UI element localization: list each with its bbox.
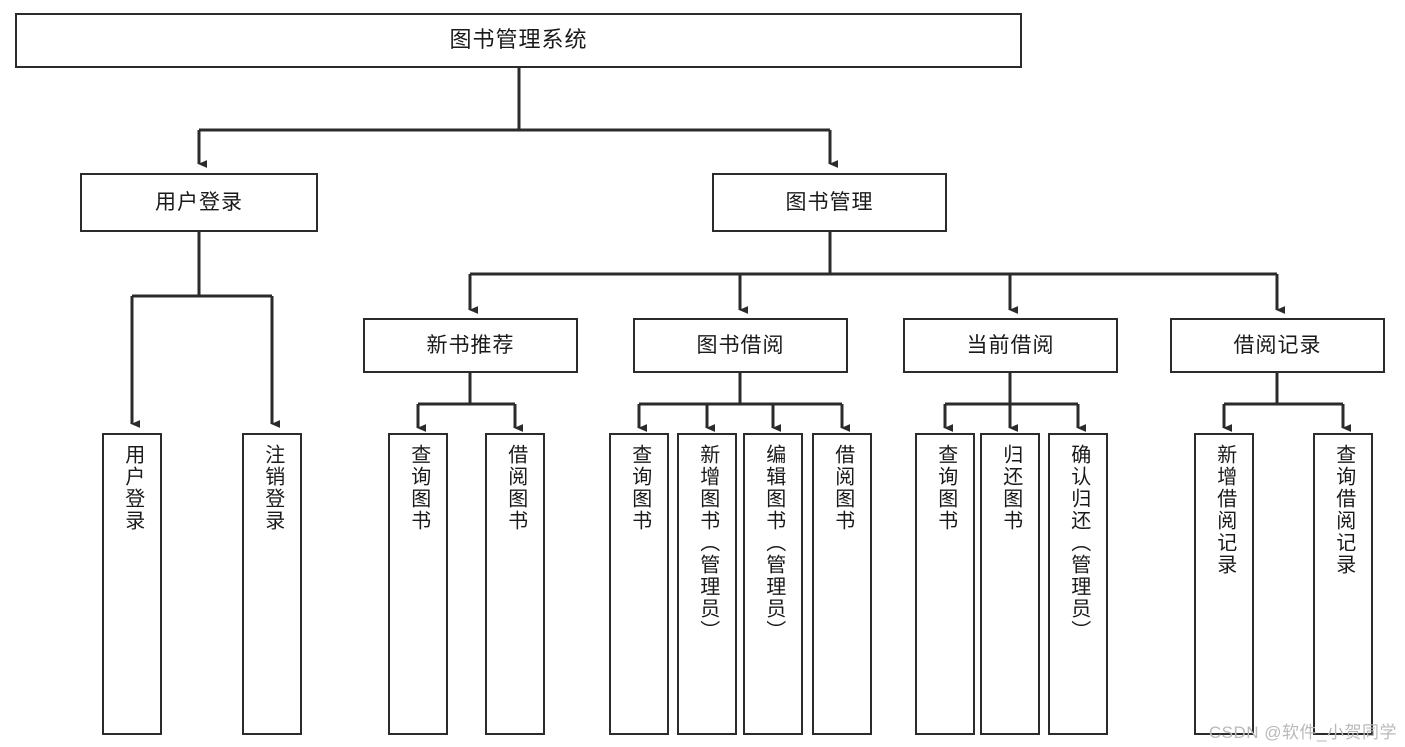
leaf-add-record[interactable]: 新增借阅记录: [1194, 433, 1254, 735]
node-user-login-label: 用户登录: [155, 190, 243, 214]
node-borrow-record-label: 借阅记录: [1233, 333, 1322, 357]
node-root-label: 图书管理系统: [449, 27, 588, 53]
leaf-borrow-book-1-label: 借阅图书: [504, 444, 527, 532]
node-book-borrow-label: 图书借阅: [696, 333, 785, 357]
leaf-query-book-2-label: 查询图书: [628, 444, 651, 532]
node-book-manage-label: 图书管理: [785, 190, 874, 214]
leaf-query-book-3[interactable]: 查询图书: [915, 433, 975, 735]
leaf-borrow-book-2-label: 借阅图书: [831, 444, 854, 532]
leaf-query-book-2[interactable]: 查询图书: [609, 433, 669, 735]
leaf-query-record[interactable]: 查询借阅记录: [1313, 433, 1373, 735]
node-user-login[interactable]: 用户登录: [80, 173, 318, 232]
node-current-borrow-label: 当前借阅: [966, 333, 1055, 357]
node-borrow-record[interactable]: 借阅记录: [1170, 318, 1385, 373]
node-root[interactable]: 图书管理系统: [15, 13, 1022, 68]
leaf-query-record-label: 查询借阅记录: [1332, 444, 1355, 576]
leaf-edit-book[interactable]: 编辑图书（管理员）: [743, 433, 803, 735]
leaf-user-login-label: 用户登录: [121, 444, 144, 532]
leaf-return-book[interactable]: 归还图书: [980, 433, 1040, 735]
leaf-return-book-label: 归还图书: [999, 444, 1022, 532]
leaf-confirm-return-label: 确认归还（管理员）: [1067, 444, 1090, 642]
leaf-user-logout-label: 注销登录: [261, 444, 284, 532]
node-current-borrow[interactable]: 当前借阅: [903, 318, 1118, 373]
node-new-book-recommend-label: 新书推荐: [426, 333, 515, 357]
leaf-add-record-label: 新增借阅记录: [1213, 444, 1236, 576]
leaf-query-book-3-label: 查询图书: [934, 444, 957, 532]
node-book-borrow[interactable]: 图书借阅: [633, 318, 848, 373]
leaf-borrow-book-1[interactable]: 借阅图书: [485, 433, 545, 735]
leaf-add-book-label: 新增图书（管理员）: [696, 444, 719, 642]
node-book-manage[interactable]: 图书管理: [712, 173, 947, 232]
leaf-query-book-1-label: 查询图书: [407, 444, 430, 532]
leaf-user-login[interactable]: 用户登录: [102, 433, 162, 735]
leaf-query-book-1[interactable]: 查询图书: [388, 433, 448, 735]
node-new-book-recommend[interactable]: 新书推荐: [363, 318, 578, 373]
leaf-edit-book-label: 编辑图书（管理员）: [762, 444, 785, 642]
csdn-watermark: CSDN @软件_小贺同学: [1208, 723, 1397, 742]
leaf-user-logout[interactable]: 注销登录: [242, 433, 302, 735]
leaf-add-book[interactable]: 新增图书（管理员）: [677, 433, 737, 735]
leaf-confirm-return[interactable]: 确认归还（管理员）: [1048, 433, 1108, 735]
leaf-borrow-book-2[interactable]: 借阅图书: [812, 433, 872, 735]
